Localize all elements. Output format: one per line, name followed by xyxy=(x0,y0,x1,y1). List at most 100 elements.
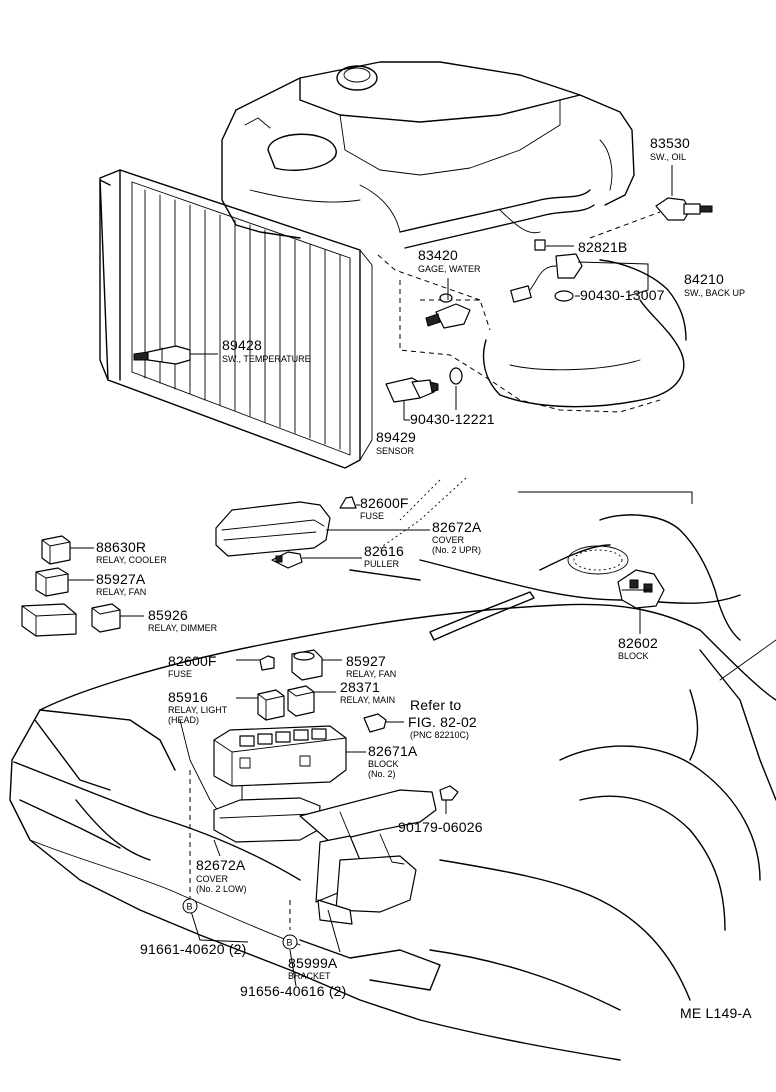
part-description-2: (HEAD) xyxy=(168,715,199,725)
label-82672A-low: 82672A COVER (No. 2 LOW) xyxy=(196,857,247,894)
part-description: RELAY, COOLER xyxy=(96,555,167,565)
part-number: 84210 xyxy=(684,271,724,287)
backup-switch-part xyxy=(510,239,583,303)
part-description: COVER xyxy=(196,874,229,884)
label-85926: 85926 RELAY, DIMMER xyxy=(148,607,218,633)
part-number: 88630R xyxy=(96,539,146,555)
temperature-switch-part xyxy=(133,345,191,365)
part-number: 82602 xyxy=(618,635,658,651)
part-description: RELAY, MAIN xyxy=(340,695,395,705)
puller-part xyxy=(271,551,303,569)
label-refer-to: Refer to FIG. 82-02 (PNC 82210C) xyxy=(408,697,477,740)
part-description: GAGE, WATER xyxy=(418,264,481,274)
part-description: SENSOR xyxy=(376,446,415,456)
label-85999A: 85999A BRACKET xyxy=(288,955,338,981)
part-description: BLOCK xyxy=(618,651,649,661)
label-90430-12221: 90430-12221 xyxy=(410,411,495,427)
label-83530: 83530 SW., OIL xyxy=(650,135,690,162)
fender-body-drawing xyxy=(349,491,741,641)
fuse-mid-part xyxy=(259,655,275,671)
label-82672A-top: 82672A COVER (No. 2 UPR) xyxy=(432,519,482,555)
part-number: 82671A xyxy=(368,743,418,759)
radiator-drawing xyxy=(99,169,373,469)
car-body-drawing xyxy=(9,603,776,1061)
fuse-top-part xyxy=(339,496,357,509)
part-number: 28371 xyxy=(340,679,380,695)
part-number: 82821B xyxy=(578,239,627,255)
label-82616: 82616 PULLER xyxy=(364,543,404,569)
water-gage-sender-part xyxy=(425,293,471,329)
part-description: COVER xyxy=(432,535,465,545)
part-number: 83420 xyxy=(418,247,458,263)
label-90179-06026: 90179-06026 xyxy=(398,819,483,835)
part-description: SW., BACK UP xyxy=(684,288,745,298)
part-description: RELAY, LIGHT xyxy=(168,705,228,715)
label-85927: 85927 RELAY, FAN xyxy=(346,653,396,679)
reference-figure: FIG. 82-02 xyxy=(408,714,477,730)
label-82671A: 82671A BLOCK (No. 2) xyxy=(368,743,418,779)
part-number: 89429 xyxy=(376,429,416,445)
relay-fan-left-part xyxy=(35,567,69,597)
label-82600F-top: 82600F FUSE xyxy=(360,495,409,521)
engine-block-drawing xyxy=(221,61,687,413)
part-number: 82600F xyxy=(360,495,409,511)
relay-light-head-part xyxy=(257,689,285,721)
part-description: RELAY, FAN xyxy=(346,669,396,679)
part-number: 82616 xyxy=(364,543,404,559)
label-82602: 82602 BLOCK xyxy=(618,635,658,661)
label-84210: 84210 SW., BACK UP xyxy=(684,271,745,298)
part-number: 82600F xyxy=(168,653,217,669)
reference-pnc: (PNC 82210C) xyxy=(410,730,469,740)
part-number: 85999A xyxy=(288,955,338,971)
label-28371: 28371 RELAY, MAIN xyxy=(340,679,395,705)
part-number: 83530 xyxy=(650,135,690,151)
relay-fan-mid-part xyxy=(291,649,323,681)
sensor-part xyxy=(385,367,463,403)
relay-main-part xyxy=(287,685,315,717)
label-88630R: 88630R RELAY, COOLER xyxy=(96,539,167,565)
circle-marker-2: B xyxy=(282,934,298,950)
part-description: BLOCK xyxy=(368,759,399,769)
circle-marker-1: B xyxy=(182,898,198,914)
part-description: FUSE xyxy=(168,669,192,679)
part-description: BRACKET xyxy=(288,971,331,981)
part-description: SW., TEMPERATURE xyxy=(222,354,311,364)
part-description: RELAY, FAN xyxy=(96,587,146,597)
part-number: 90430-13007 xyxy=(580,287,665,303)
marker-letter: B xyxy=(187,902,193,912)
relay-block-no2-part xyxy=(213,725,347,787)
label-82821B: 82821B xyxy=(578,239,627,255)
refer-connector-part xyxy=(363,713,387,733)
part-number: 85927A xyxy=(96,571,146,587)
drawing-code: ME L149-A xyxy=(680,1005,752,1021)
reference-note: Refer to xyxy=(410,697,461,713)
oil-switch-part xyxy=(655,197,713,221)
label-91661-40620: 91661-40620 (2) xyxy=(140,941,246,957)
part-number: 82672A xyxy=(196,857,246,873)
label-82600F-mid: 82600F FUSE xyxy=(168,653,217,679)
relay-cooler-part xyxy=(41,535,71,565)
part-description: FUSE xyxy=(360,511,384,521)
part-number: 90179-06026 xyxy=(398,819,483,835)
part-number: 85927 xyxy=(346,653,386,669)
part-number: 82672A xyxy=(432,519,482,535)
part-description: SW., OIL xyxy=(650,152,686,162)
part-number: 89428 xyxy=(222,337,262,353)
part-description: PULLER xyxy=(364,559,400,569)
label-89428: 89428 SW., TEMPERATURE xyxy=(222,337,311,364)
part-description-2: (No. 2 LOW) xyxy=(196,884,247,894)
bolt-part xyxy=(439,785,459,801)
part-description-2: (No. 2 UPR) xyxy=(432,545,481,555)
part-number: 90430-12221 xyxy=(410,411,495,427)
part-description: RELAY, DIMMER xyxy=(148,623,218,633)
part-number: 85926 xyxy=(148,607,188,623)
relay-dimmer-part xyxy=(91,603,121,633)
label-90430-13007: 90430-13007 xyxy=(580,287,665,303)
relay-bracket-part xyxy=(21,603,77,637)
part-description-2: (No. 2) xyxy=(368,769,396,779)
bracket-part xyxy=(299,789,437,925)
label-83420: 83420 GAGE, WATER xyxy=(418,247,481,274)
label-91656-40616: 91656-40616 (2) xyxy=(240,983,346,999)
marker-letter: B xyxy=(287,938,293,948)
